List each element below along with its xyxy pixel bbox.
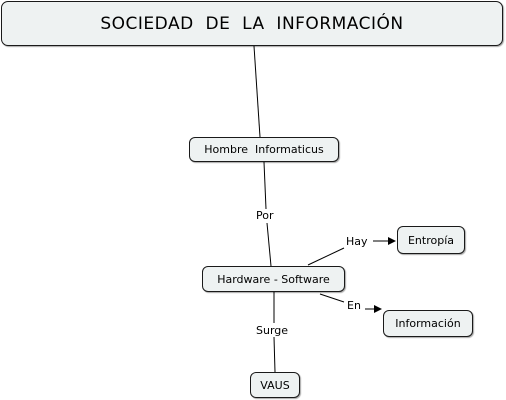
line-por-to-hardware <box>266 222 272 267</box>
line-hombre-to-por <box>263 161 267 210</box>
node-informacion[interactable]: Información <box>383 310 473 337</box>
map-title-node[interactable]: SOCIEDAD DE LA INFORMACIÓN <box>1 1 503 46</box>
node-vaus[interactable]: VAUS <box>250 372 300 398</box>
node-entropia[interactable]: Entropía <box>397 226 465 254</box>
link-label-por: Por <box>255 209 275 222</box>
line-hardware-to-en <box>319 293 345 303</box>
line-surge-to-vaus <box>273 336 276 373</box>
link-label-en: En <box>346 299 362 312</box>
line-hardware-to-hay <box>307 247 345 266</box>
link-label-hay: Hay <box>345 235 369 248</box>
node-hombre-informaticus[interactable]: Hombre Informaticus <box>189 137 339 162</box>
line-title-to-hombre <box>253 45 261 138</box>
node-hardware-software[interactable]: Hardware - Software <box>202 266 345 292</box>
link-label-surge: Surge <box>255 324 290 337</box>
